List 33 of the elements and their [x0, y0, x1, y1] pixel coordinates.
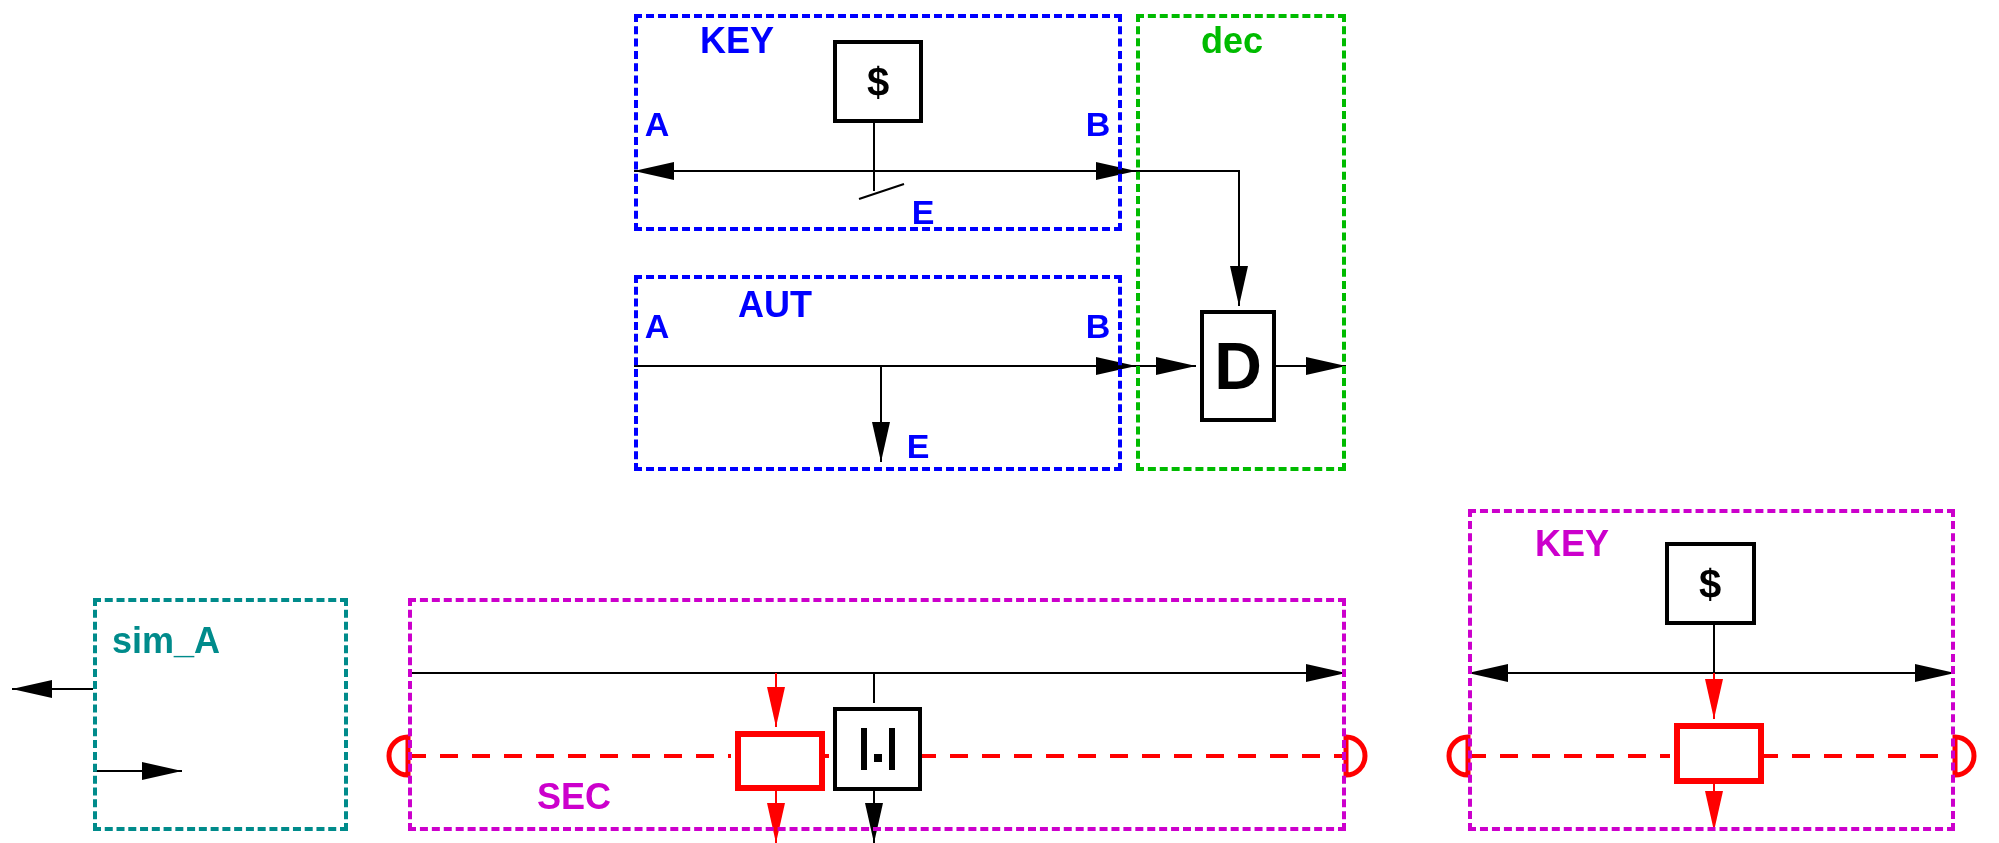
frame-title: KEY [1535, 526, 1609, 562]
signal-box [833, 707, 922, 791]
frame-title: AUT [738, 287, 812, 323]
dashed-frame [408, 598, 1346, 831]
arrow [633, 162, 1137, 180]
arrow [633, 357, 1137, 375]
symbol-label: $ [866, 62, 890, 102]
arrow [1705, 672, 1723, 720]
signal-box [1674, 723, 1764, 784]
frame-title: KEY [700, 23, 774, 59]
symbol-box [1200, 310, 1276, 422]
symbol-box [1665, 542, 1756, 625]
dashed-frame [634, 275, 1122, 471]
symbol-label: $ [1698, 564, 1722, 604]
port-label: A [644, 107, 670, 141]
port-label: B [1085, 107, 1111, 141]
arrow [767, 672, 785, 728]
dashed-frame [634, 14, 1122, 231]
port-label: E [906, 429, 930, 463]
symbol-label: D [1214, 333, 1262, 399]
symbol-box [833, 40, 923, 123]
frame-title: dec [1201, 23, 1263, 59]
frame-title: sim_A [111, 623, 221, 659]
port-label: E [906, 195, 940, 229]
dashed-frame [1136, 14, 1346, 471]
connector-line [873, 672, 875, 704]
frame-title: SEC [537, 779, 611, 815]
arrow [11, 680, 94, 698]
port-label: A [644, 309, 670, 343]
port-label: B [1085, 309, 1111, 343]
signal-box [735, 731, 825, 791]
dashed-frame [93, 598, 348, 831]
dashed-frame [1468, 509, 1955, 831]
